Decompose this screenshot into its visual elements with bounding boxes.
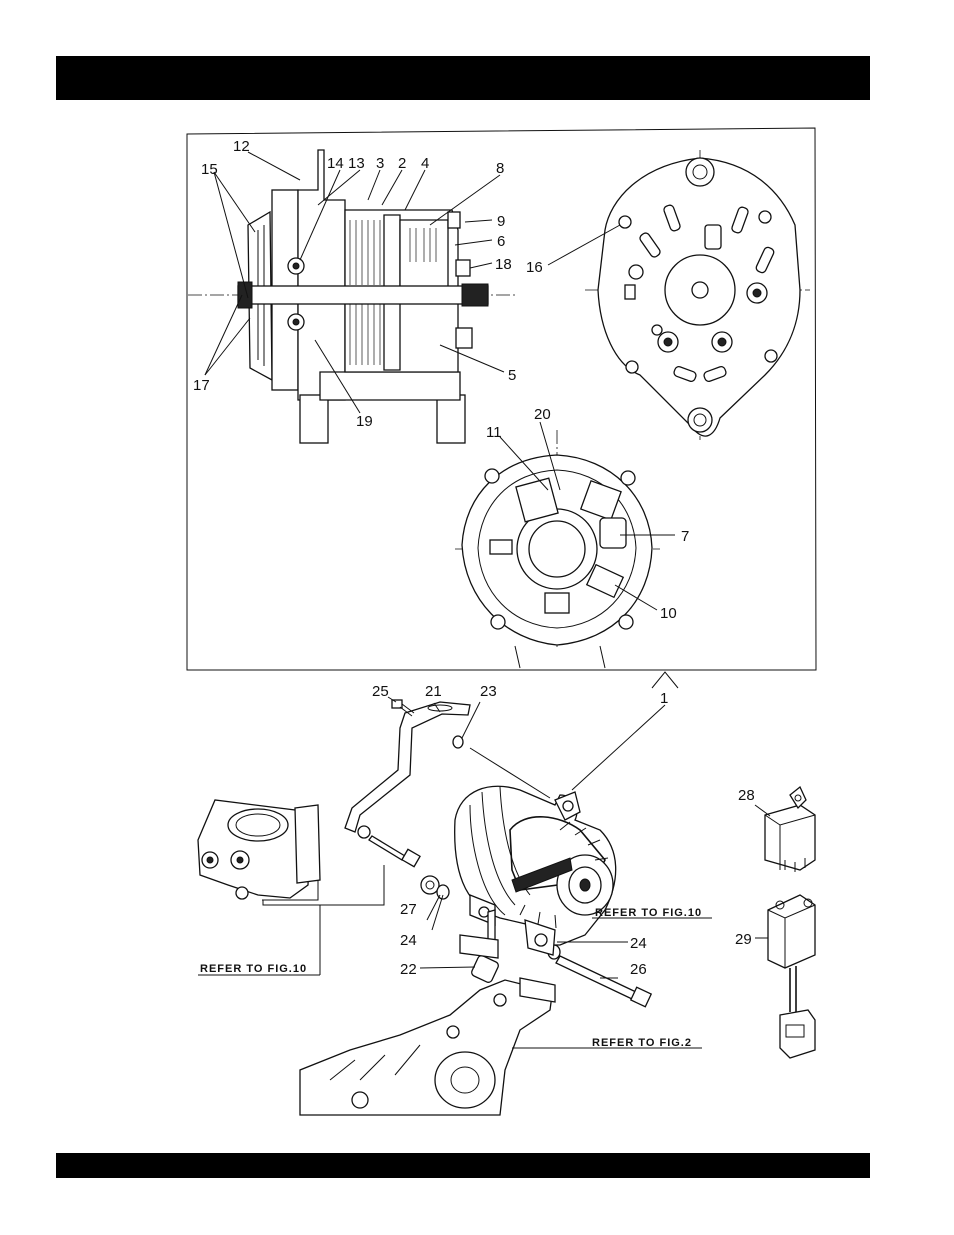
callout-21: 21 — [425, 683, 442, 700]
callout-2: 2 — [398, 155, 406, 172]
callout-26: 26 — [630, 961, 647, 978]
callout-12: 12 — [233, 138, 250, 155]
callout-23: 23 — [480, 683, 497, 700]
callout-8: 8 — [496, 160, 504, 177]
callout-28: 28 — [738, 787, 755, 804]
callout-1: 1 — [660, 690, 668, 707]
callout-24-right: 24 — [630, 935, 647, 952]
callout-10: 10 — [660, 605, 677, 622]
callout-15: 15 — [201, 161, 218, 178]
callout-7: 7 — [681, 528, 689, 545]
callout-18: 18 — [495, 256, 512, 273]
callout-9: 9 — [497, 213, 505, 230]
callout-5: 5 — [508, 367, 516, 384]
callout-29: 29 — [735, 931, 752, 948]
footer-bar — [56, 1153, 870, 1178]
callout-6: 6 — [497, 233, 505, 250]
regulator-29 — [768, 895, 815, 1058]
relay-28 — [765, 787, 815, 872]
refer-fig10-center: REFER TO FIG.10 — [595, 907, 702, 919]
callout-14: 14 — [327, 155, 344, 172]
alternator-rear-view — [585, 150, 810, 440]
refer-fig10-left: REFER TO FIG.10 — [200, 963, 307, 975]
callout-22: 22 — [400, 961, 417, 978]
callout-19: 19 — [356, 413, 373, 430]
callout-3: 3 — [376, 155, 384, 172]
callout-25: 25 — [372, 683, 389, 700]
callout-27: 27 — [400, 901, 417, 918]
brush-holder-view — [455, 430, 660, 668]
callout-20: 20 — [534, 406, 551, 423]
callout-13: 13 — [348, 155, 365, 172]
callout-16: 16 — [526, 259, 543, 276]
callout-4: 4 — [421, 155, 429, 172]
callout-24-left: 24 — [400, 932, 417, 949]
callout-11: 11 — [486, 424, 502, 441]
refer-fig2: REFER TO FIG.2 — [592, 1037, 692, 1049]
callout-17: 17 — [193, 377, 210, 394]
alternator-perspective — [455, 786, 616, 955]
